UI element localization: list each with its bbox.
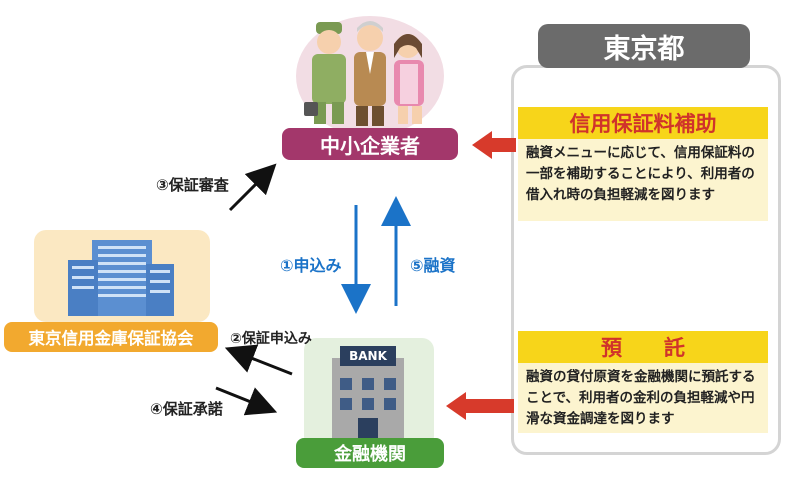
- step2-label: ②保証申込み: [230, 331, 312, 347]
- arrow-guarantee-review: [228, 163, 277, 212]
- bank-building-illustration: [304, 338, 434, 448]
- sme-illustration: [296, 14, 444, 136]
- arrow-guarantee-application: [224, 344, 293, 376]
- step5-label: ⑤融資: [410, 256, 456, 275]
- tokyo-header: 東京都: [538, 24, 750, 68]
- red-arrow-to-bank-head: [446, 392, 466, 420]
- arrow-guarantee-approval: [215, 386, 278, 416]
- subsidy-description: 融資メニューに応じて、信用保証料の一部を補助することにより、利用者の借入れ時の負…: [518, 139, 768, 221]
- step1-label: ①申込み: [280, 256, 342, 275]
- red-arrow-to-sme-shaft: [492, 138, 516, 152]
- bank-sign: BANK: [349, 349, 387, 363]
- red-arrow-to-sme-head: [472, 131, 492, 159]
- guarantee-association-label: 東京信用金庫保証協会: [4, 322, 218, 352]
- step4-label: ④保証承諾: [150, 400, 223, 418]
- guarantee-building-illustration: [34, 230, 210, 322]
- sme-label: 中小企業者: [282, 128, 458, 160]
- red-arrow-to-bank-shaft: [466, 399, 514, 413]
- deposit-description: 融資の貸付原資を金融機関に預託することで、利用者の金利の負担軽減や円滑な資金調達…: [518, 363, 768, 433]
- step3-label: ③保証審査: [156, 176, 229, 194]
- subsidy-title: 信用保証料補助: [518, 107, 768, 139]
- deposit-title: 預 託: [518, 331, 768, 363]
- financial-institution-label: 金融機関: [296, 438, 444, 468]
